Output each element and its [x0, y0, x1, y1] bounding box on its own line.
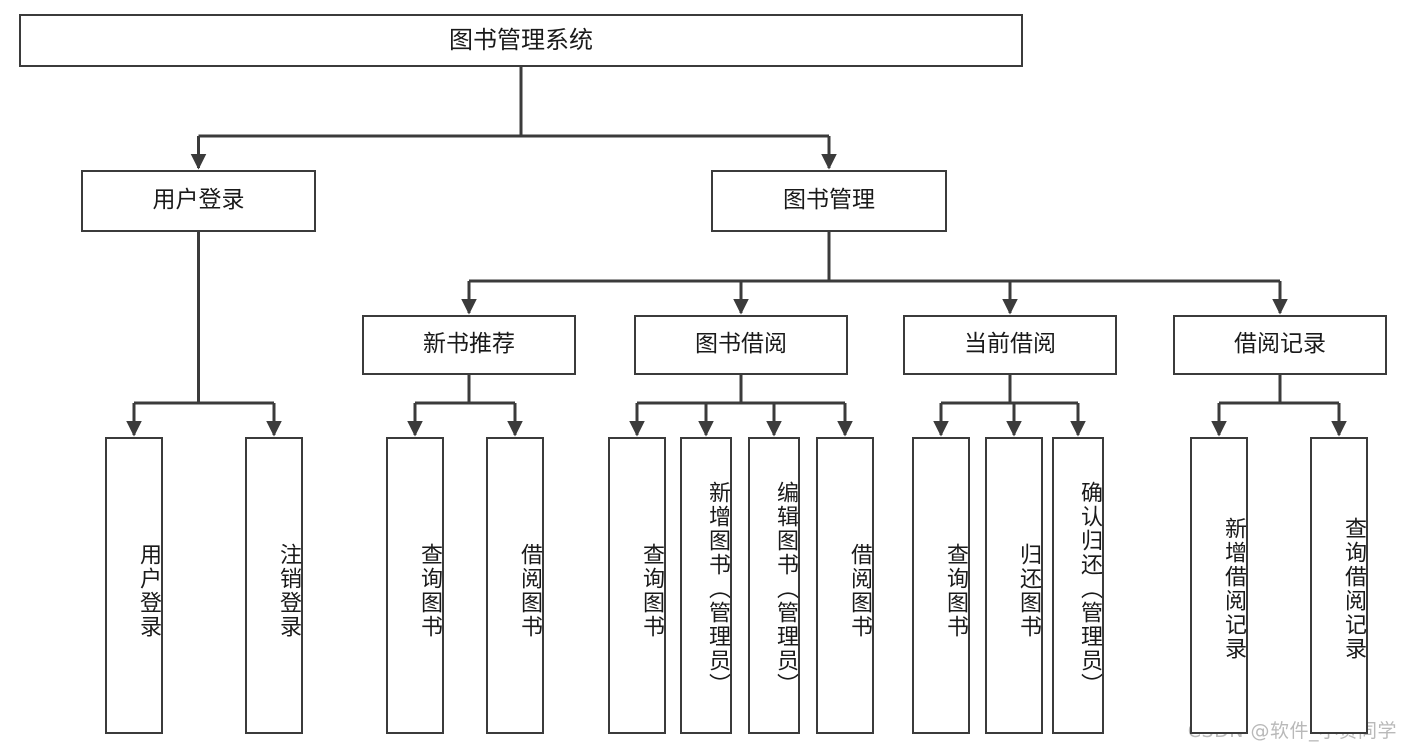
node-label: 新书推荐 — [423, 331, 515, 358]
node-label: 查询图书 — [943, 542, 968, 639]
node-leaf-query-book-2[interactable]: 查询图书 — [608, 437, 666, 734]
node-label: 借阅图书 — [517, 542, 542, 639]
node-leaf-add-borrow-record[interactable]: 新增借阅记录 — [1190, 437, 1248, 734]
node-new-book-recommend[interactable]: 新书推荐 — [362, 315, 576, 375]
node-label: 新增借阅记录 — [1221, 516, 1246, 661]
node-label: 当前借阅 — [964, 331, 1056, 358]
node-leaf-borrow-book-1[interactable]: 借阅图书 — [486, 437, 544, 734]
node-label: 借阅图书 — [847, 542, 872, 639]
node-label: 图书管理 — [783, 187, 875, 214]
node-leaf-borrow-book-2[interactable]: 借阅图书 — [816, 437, 874, 734]
node-leaf-return-book[interactable]: 归还图书 — [985, 437, 1043, 734]
node-label: 确认归还（管理员） — [1077, 480, 1102, 697]
node-label: 查询图书 — [639, 542, 664, 639]
node-label: 图书管理系统 — [449, 26, 593, 55]
node-current-borrow[interactable]: 当前借阅 — [903, 315, 1117, 375]
node-root[interactable]: 图书管理系统 — [19, 14, 1023, 67]
node-label: 查询借阅记录 — [1341, 516, 1366, 661]
node-leaf-query-borrow-record[interactable]: 查询借阅记录 — [1310, 437, 1368, 734]
node-label: 编辑图书（管理员） — [773, 480, 798, 697]
node-label: 借阅记录 — [1234, 331, 1326, 358]
node-book-borrow[interactable]: 图书借阅 — [634, 315, 848, 375]
node-label: 用户登录 — [152, 187, 245, 214]
node-label: 新增图书（管理员） — [705, 480, 730, 697]
node-user-login[interactable]: 用户登录 — [81, 170, 316, 232]
node-label: 用户登录 — [136, 542, 161, 639]
node-leaf-user-logout[interactable]: 注销登录 — [245, 437, 303, 734]
node-borrow-record[interactable]: 借阅记录 — [1173, 315, 1387, 375]
node-leaf-edit-book-admin[interactable]: 编辑图书（管理员） — [748, 437, 800, 734]
node-leaf-user-login[interactable]: 用户登录 — [105, 437, 163, 734]
node-label: 查询图书 — [417, 542, 442, 639]
node-leaf-confirm-return-admin[interactable]: 确认归还（管理员） — [1052, 437, 1104, 734]
node-label: 归还图书 — [1016, 542, 1041, 639]
node-leaf-query-book-3[interactable]: 查询图书 — [912, 437, 970, 734]
node-label: 图书借阅 — [695, 331, 787, 358]
node-leaf-add-book-admin[interactable]: 新增图书（管理员） — [680, 437, 732, 734]
node-label: 注销登录 — [276, 542, 301, 639]
node-leaf-query-book-1[interactable]: 查询图书 — [386, 437, 444, 734]
node-book-manage[interactable]: 图书管理 — [711, 170, 947, 232]
